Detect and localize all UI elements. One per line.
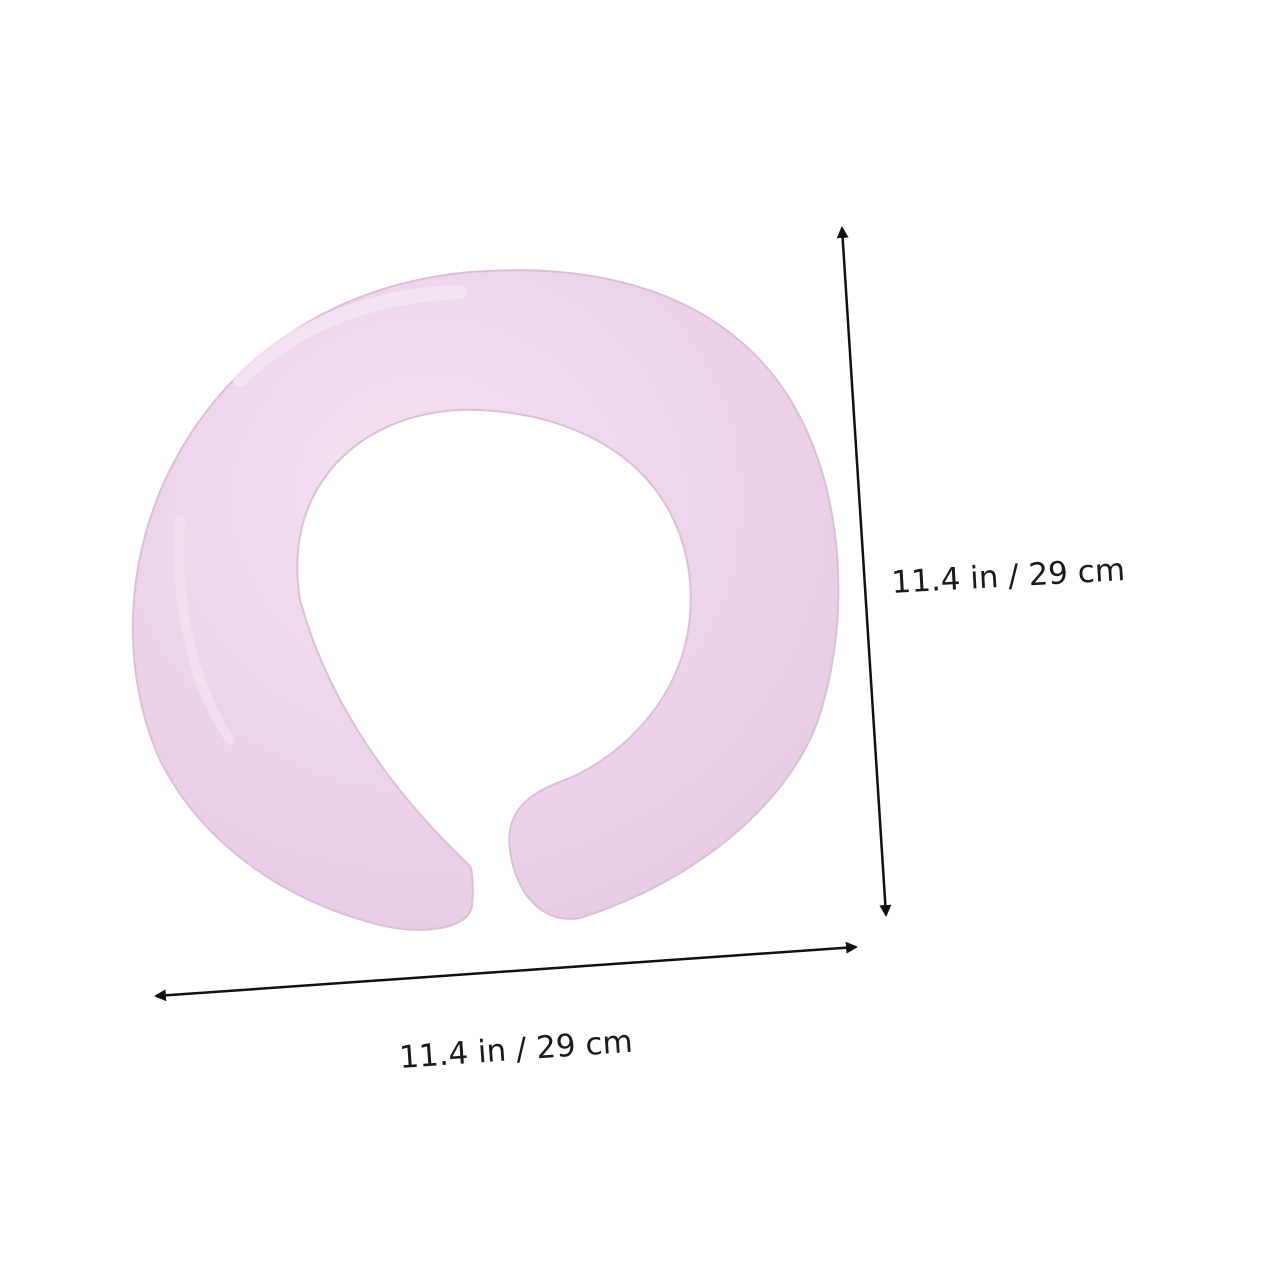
collar-highlight xyxy=(233,285,467,387)
height-dimension-arrow xyxy=(836,226,892,917)
collar-shape xyxy=(131,269,840,931)
collar-highlight xyxy=(174,515,235,745)
width-dimension-label: 11.4 in / 29 cm xyxy=(398,1024,634,1076)
height-dimension-label: 11.4 in / 29 cm xyxy=(890,552,1125,601)
collar-body xyxy=(131,269,840,931)
width-dimension-arrow xyxy=(154,941,858,1002)
